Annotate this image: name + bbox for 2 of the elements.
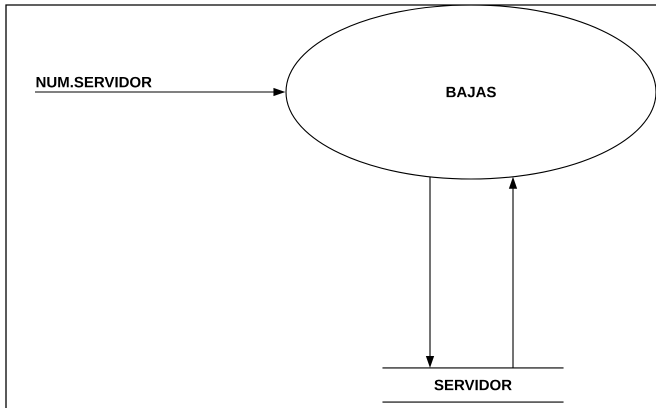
edge-label: NUM.SERVIDOR (36, 76, 152, 88)
data-store: SERVIDOR (382, 367, 564, 403)
